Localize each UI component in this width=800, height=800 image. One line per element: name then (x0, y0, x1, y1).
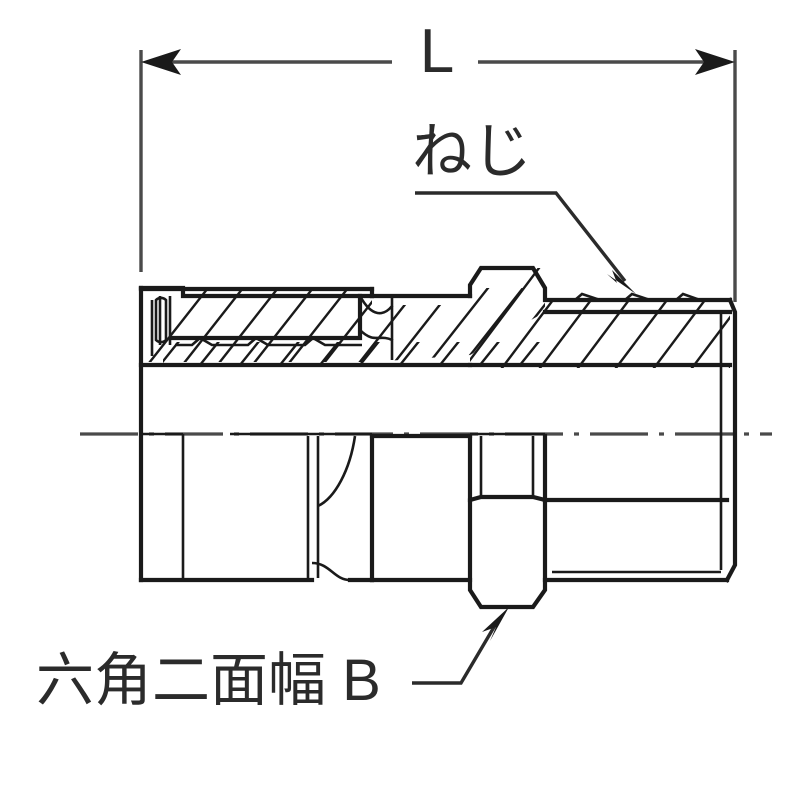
leader-arrowhead-hex-icon (482, 607, 509, 641)
arrowhead-right-icon (695, 49, 735, 75)
dimension-overall-length: L (139, 17, 737, 302)
right-end-chamfer-upper (724, 297, 738, 583)
hatch-socket-upper (144, 288, 545, 362)
socket-bore-ceiling (169, 293, 363, 341)
leader-line-thread (415, 191, 627, 283)
body-view-curve (317, 435, 357, 508)
hexagon-profile (467, 494, 548, 610)
annotation-thread: ねじ (412, 118, 636, 294)
thread-crest-serration (560, 292, 728, 302)
socket-view-notch (311, 561, 351, 582)
leader-line-hex (412, 621, 499, 685)
hatch-socket-lower (163, 342, 545, 366)
hex-flange-chamfer-left (468, 267, 483, 286)
part-geometry (138, 265, 738, 610)
socket-serration-profile (175, 336, 362, 347)
leader-arrowhead-thread-icon (607, 270, 636, 294)
hex-flange-upper-profile (467, 265, 733, 303)
annotation-label-hex: 六角二面幅 B (36, 648, 381, 713)
dimension-label-L: L (420, 17, 454, 86)
hatch-thread-upper (470, 268, 730, 368)
annotation-hex-across-flats: 六角二面幅 B (36, 607, 509, 713)
annotation-label-thread: ねじ (412, 118, 532, 185)
arrowhead-left-icon (141, 49, 181, 75)
